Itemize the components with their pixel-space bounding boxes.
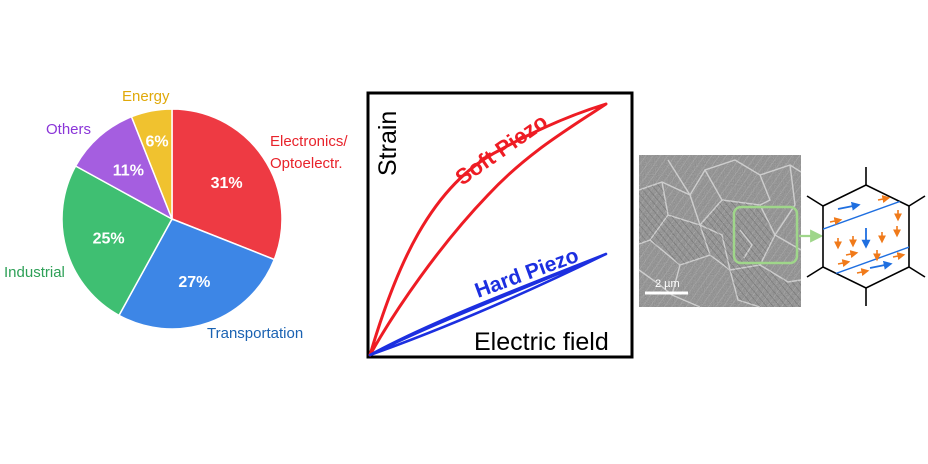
pie-slice-transportation — [117, 218, 276, 330]
sem-micrograph: 2 µm — [638, 155, 802, 308]
pie-label-energy: Energy — [122, 88, 170, 105]
soft-piezo-hysteresis-curve — [368, 102, 608, 357]
pie-value-label-electronics: 31% — [211, 175, 243, 192]
pie-slice-others — [74, 115, 174, 221]
pie-label-others: Others — [46, 121, 91, 138]
pie-label-transportation: Transportation — [207, 325, 303, 342]
grain-boundary-stubs — [806, 167, 926, 306]
pie-value-label-industrial: 25% — [93, 230, 125, 247]
market-share-pie-chart: 31% 27% 25% 11%6% — [61, 108, 283, 330]
pie-value-label-transportation: 27% — [178, 274, 210, 291]
pie-labels: Electronics/Optoelectr. Transportation Ind… — [4, 88, 348, 342]
plot-frame — [366, 91, 634, 359]
strain-field-plot: Strain Electric field Soft Piezo Hard Pi… — [366, 91, 634, 359]
defect-dipole-arrows — [829, 195, 906, 277]
pie-slice-energy — [130, 108, 173, 220]
x-axis-label: Electric field — [474, 328, 609, 356]
pie-slice-electronics — [171, 108, 283, 261]
pie-label-industrial: Industrial — [4, 264, 65, 281]
domain-schematic — [806, 167, 926, 306]
pie-slice-industrial — [61, 164, 174, 317]
pie-value-label-others: 11% — [113, 162, 144, 179]
polarization-arrows — [837, 201, 893, 270]
scale-bar-label: 2 µm — [655, 278, 680, 290]
highlighted-grain-box — [732, 205, 799, 265]
hard-piezo-hysteresis-curve — [368, 252, 608, 357]
pie-label-electronics-line1: Electronics/ — [270, 133, 348, 150]
pie-value-label-energy: 6% — [145, 133, 168, 150]
pie-label-electronics-line2: Optoelectr. — [270, 155, 343, 172]
y-axis-label: Strain — [374, 111, 402, 176]
